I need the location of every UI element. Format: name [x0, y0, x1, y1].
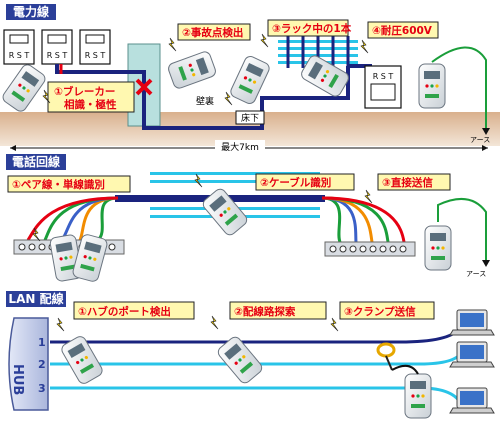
clamp-icon — [376, 342, 419, 375]
section-title: 電話回線 — [12, 154, 60, 169]
distance-arrow-left — [10, 145, 16, 151]
callout-cable — [255, 173, 355, 191]
distance-bg — [215, 140, 265, 152]
callout-rack-text: ③ラック中の1本 — [272, 22, 352, 35]
tester-device-icon — [418, 63, 446, 109]
earth-wire — [431, 46, 487, 130]
tester-device-icon — [200, 186, 250, 238]
spark-icon — [168, 37, 177, 52]
callout-hub-port — [73, 301, 195, 320]
tester-device-icon — [404, 373, 432, 419]
hub: HUB 1 2 3 — [8, 317, 49, 411]
callout-breaker — [47, 81, 135, 113]
section-header — [6, 154, 66, 170]
tester-device-icon — [298, 53, 352, 99]
earth-label: アース — [466, 270, 486, 278]
callout-hub-port-text: ①ハブのポート検出 — [78, 305, 171, 318]
distance-label: 最大7km — [221, 141, 259, 153]
earth-ground-icon — [482, 260, 490, 267]
callout-voltage-text: ④耐圧600V — [372, 24, 433, 37]
port-number: 2 — [38, 358, 46, 371]
panel-label: R S T — [373, 72, 394, 81]
callout-breaker-line2: 相識・極性 — [64, 98, 117, 111]
section-header — [6, 4, 56, 20]
spark-icon — [330, 317, 339, 332]
left-pairs — [26, 196, 119, 242]
port-number: 1 — [38, 336, 46, 349]
laptop-icon — [449, 387, 495, 414]
tester-device-icon — [166, 49, 218, 91]
spark-icon — [56, 317, 65, 332]
port-number: 3 — [38, 382, 46, 395]
earth-label: アース — [470, 136, 490, 144]
terminal-block-right — [324, 241, 416, 257]
breaker-panel: R S T — [3, 29, 35, 65]
callout-fault-text: ②事故点検出 — [182, 26, 243, 39]
callout-rack — [267, 19, 349, 37]
panel-label: R S T — [47, 51, 68, 60]
breaker-panel: R S T — [41, 29, 73, 65]
callout-clamp-text: ③クランプ送信 — [344, 305, 416, 318]
callout-voltage — [367, 21, 439, 39]
callout-fault — [177, 23, 251, 41]
spark-icon — [360, 39, 369, 54]
fault-x-icon — [135, 78, 153, 96]
callout-route — [229, 301, 327, 320]
tester-device-icon — [424, 225, 452, 271]
floor-label-box — [235, 110, 265, 125]
panel-label: R S T — [9, 51, 30, 60]
lan-cable-1 — [50, 327, 462, 344]
tester-device-icon — [0, 62, 48, 114]
callout-direct-text: ③直接送信 — [382, 176, 433, 189]
floor-label: 床下 — [241, 112, 259, 124]
section-header — [6, 291, 66, 307]
callout-pair — [7, 175, 131, 193]
breaker-panel: R S T — [79, 29, 111, 65]
distance-arrow-right — [482, 145, 488, 151]
wall-label: 壁裏 — [196, 95, 214, 107]
spark-icon — [364, 189, 373, 204]
callout-pair-text: ①ペア線・単線識別 — [12, 178, 105, 191]
panel-label: R S T — [85, 51, 106, 60]
callout-direct — [377, 173, 451, 191]
lan-section: LAN 配線 HUB 1 2 3 ①ハブのポート検出 ② — [6, 291, 495, 419]
power-wire — [55, 64, 350, 130]
destination-panel: R S T — [364, 65, 402, 109]
earth-wire — [437, 197, 487, 262]
section-title: LAN 配線 — [8, 291, 63, 306]
section-title: 電力線 — [13, 4, 49, 19]
power-section: 電力線 R S T R S T R S T 壁裏 — [0, 4, 500, 153]
phone-section: 電話回線 — [6, 154, 490, 284]
hub-label: HUB — [10, 364, 25, 395]
callout-clamp — [339, 301, 435, 320]
callout-breaker-line1: ①ブレーカー — [54, 85, 115, 98]
spark-icon — [210, 315, 219, 330]
earth-ground-icon — [482, 128, 490, 135]
callout-cable-text: ②ケーブル識別 — [260, 176, 331, 189]
laptop-icon — [449, 309, 495, 336]
laptop-icon — [449, 341, 495, 368]
right-pairs — [321, 196, 406, 243]
spark-icon — [260, 33, 269, 48]
callout-route-text: ②配線路探索 — [234, 305, 296, 318]
lan-cable-3 — [50, 386, 464, 407]
